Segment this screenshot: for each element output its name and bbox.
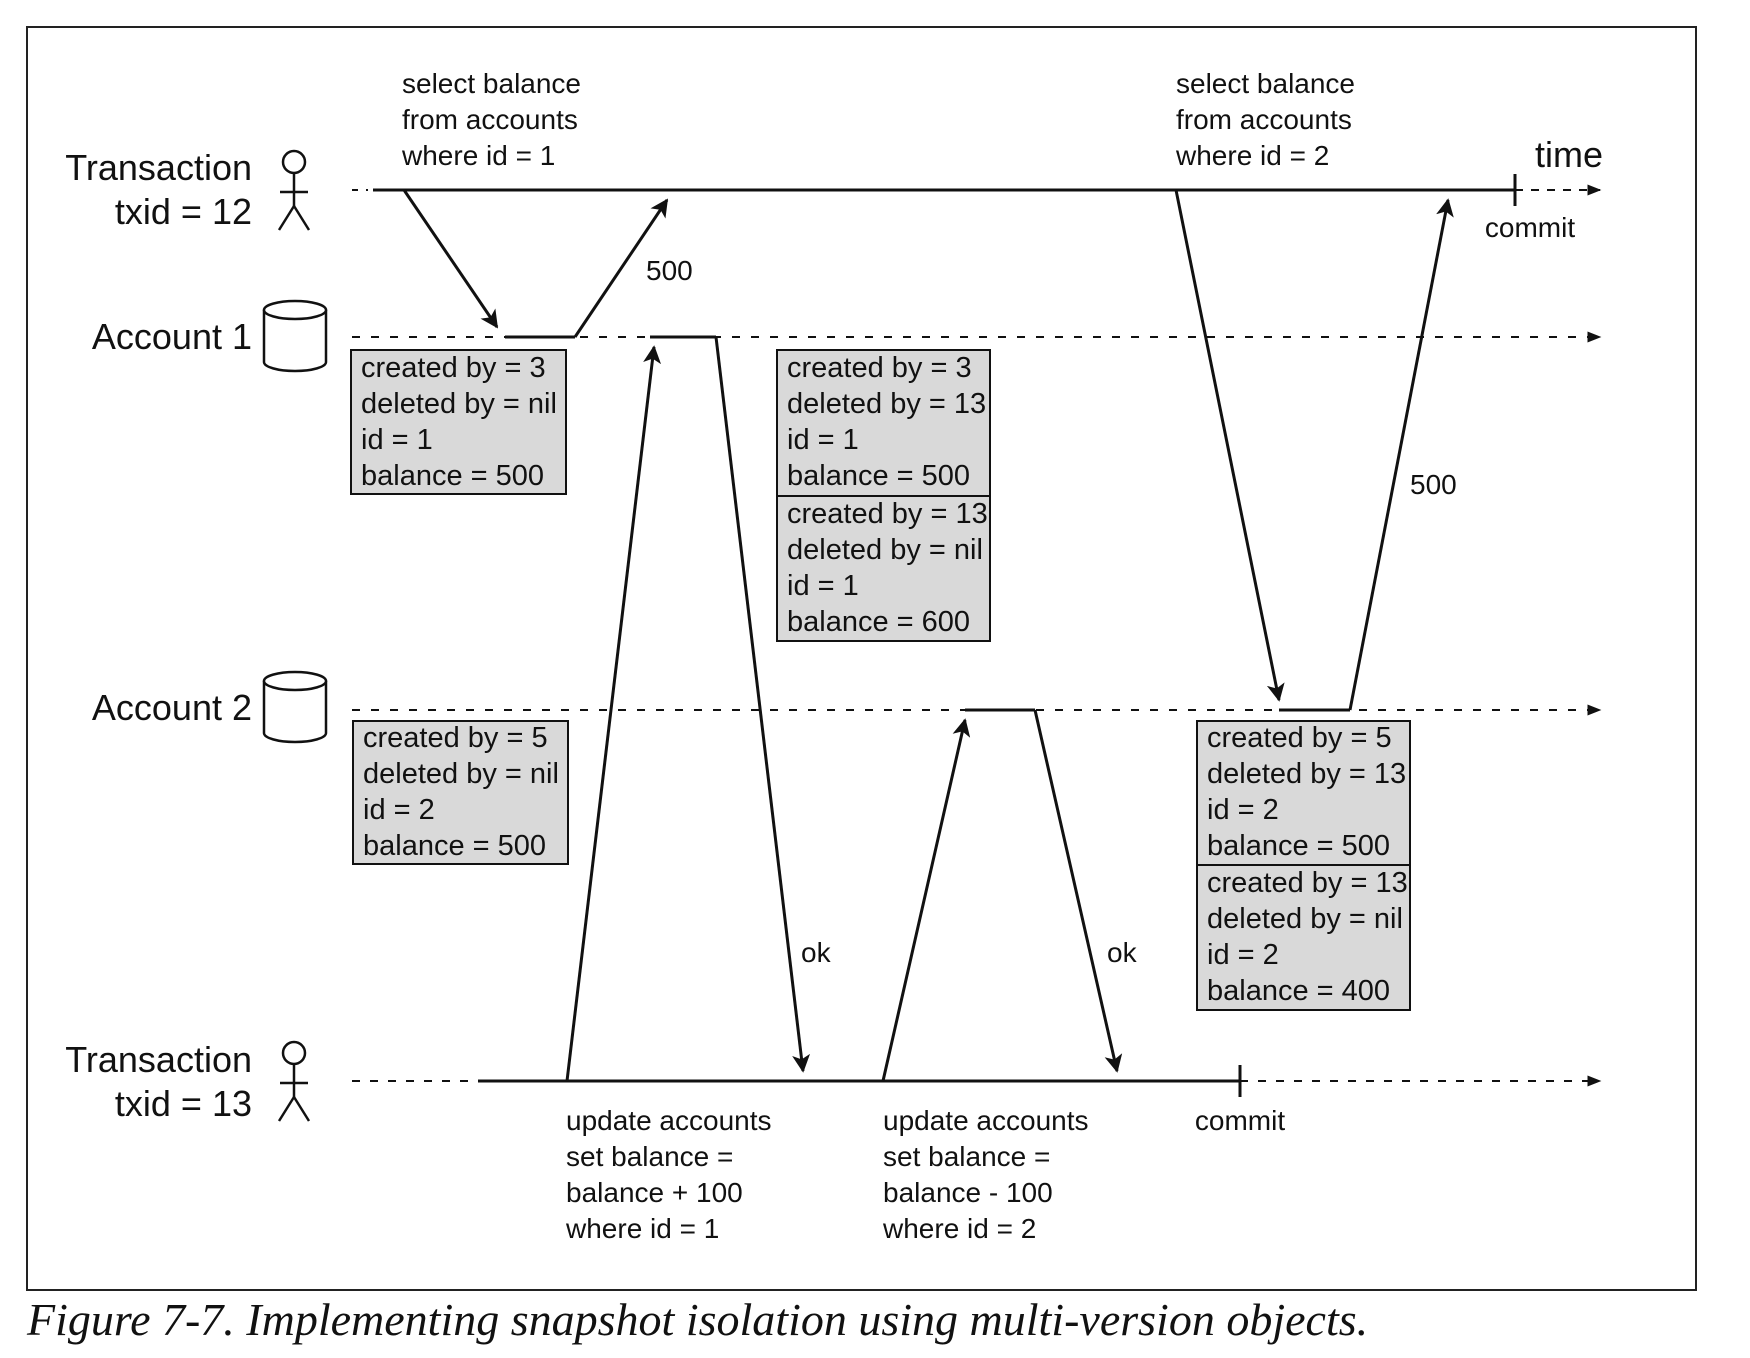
- message-arrows: [402, 189, 1454, 1082]
- svg-text:created by = 5: created by = 5: [1207, 722, 1392, 754]
- svg-text:created by = 5: created by = 5: [363, 722, 548, 754]
- svg-text:select balance: select balance: [1176, 68, 1355, 99]
- actor-tx13-line2: txid = 13: [115, 1083, 252, 1124]
- actor-tx12: Transaction txid = 12: [65, 147, 311, 232]
- svg-text:id = 1: id = 1: [361, 424, 433, 456]
- record-account1-version-new: created by = 13 deleted by = nil id = 1 …: [776, 495, 991, 642]
- svg-text:balance = 500: balance = 500: [361, 460, 544, 492]
- person-icon: [277, 149, 311, 231]
- arrow-select2-request: [1174, 189, 1285, 702]
- timeline-tx13: [352, 1065, 1602, 1097]
- svg-text:where id = 1: where id = 1: [565, 1213, 719, 1244]
- svg-text:update accounts: update accounts: [566, 1105, 772, 1136]
- svg-text:id = 2: id = 2: [363, 794, 435, 826]
- svg-text:created by = 13: created by = 13: [787, 498, 988, 530]
- query-update-id2: update accounts set balance = balance - …: [882, 1105, 1089, 1244]
- arrow-update1-request: [565, 345, 662, 1082]
- record-account1-version-old: created by = 3 deleted by = 13 id = 1 ba…: [776, 349, 991, 497]
- svg-text:created by = 3: created by = 3: [361, 352, 546, 384]
- figure-frame: [26, 26, 1697, 1291]
- svg-text:balance = 500: balance = 500: [363, 830, 546, 862]
- svg-text:deleted by = 13: deleted by = 13: [1207, 758, 1406, 790]
- svg-text:deleted by = nil: deleted by = nil: [361, 388, 557, 420]
- timeline-tx12: [352, 174, 1602, 206]
- commit-label-tx12: commit: [1485, 212, 1575, 243]
- svg-text:deleted by = nil: deleted by = nil: [787, 534, 983, 566]
- svg-text:balance - 100: balance - 100: [883, 1177, 1053, 1208]
- svg-text:balance = 600: balance = 600: [787, 606, 970, 638]
- svg-text:id = 2: id = 2: [1207, 939, 1279, 971]
- database-icon: [262, 670, 328, 744]
- arrow-select1-response: [573, 198, 669, 338]
- response-ok-update2: ok: [1107, 937, 1138, 968]
- actor-tx13-line1: Transaction: [65, 1039, 252, 1080]
- svg-text:id = 2: id = 2: [1207, 794, 1279, 826]
- record-account2-original: created by = 5 deleted by = nil id = 2 b…: [352, 720, 569, 865]
- arrow-update1-ok: [714, 336, 811, 1073]
- actor-tx13: Transaction txid = 13: [65, 1039, 311, 1124]
- svg-text:from accounts: from accounts: [1176, 104, 1352, 135]
- query-select-id1: select balance from accounts where id = …: [401, 68, 581, 171]
- query-select-id2: select balance from accounts where id = …: [1175, 68, 1355, 171]
- response-ok-update1: ok: [801, 937, 832, 968]
- svg-text:select balance: select balance: [402, 68, 581, 99]
- svg-text:id = 1: id = 1: [787, 570, 859, 602]
- person-icon: [277, 1040, 311, 1122]
- arrow-update2-request: [881, 718, 971, 1082]
- query-update-id1: update accounts set balance = balance + …: [565, 1105, 772, 1244]
- record-account2-version-old: created by = 5 deleted by = 13 id = 2 ba…: [1196, 720, 1411, 866]
- svg-text:deleted by = 13: deleted by = 13: [787, 388, 986, 420]
- response-500-account2: 500: [1410, 469, 1457, 500]
- svg-text:created by = 3: created by = 3: [787, 352, 972, 384]
- svg-text:balance = 400: balance = 400: [1207, 975, 1390, 1007]
- database-icon: [262, 299, 328, 373]
- actor-tx12-line1: Transaction: [65, 147, 252, 188]
- svg-text:from accounts: from accounts: [402, 104, 578, 135]
- svg-text:set balance =: set balance =: [883, 1141, 1050, 1172]
- svg-text:deleted by = nil: deleted by = nil: [363, 758, 559, 790]
- svg-text:created by = 13: created by = 13: [1207, 867, 1408, 899]
- svg-text:update accounts: update accounts: [883, 1105, 1089, 1136]
- svg-text:where id = 2: where id = 2: [1175, 140, 1329, 171]
- svg-text:balance + 100: balance + 100: [566, 1177, 743, 1208]
- account1-label: Account 1: [92, 316, 252, 357]
- arrow-select2-response: [1348, 198, 1454, 711]
- response-500-account1: 500: [646, 255, 693, 286]
- svg-text:where id = 1: where id = 1: [401, 140, 555, 171]
- commit-label-tx13: commit: [1195, 1105, 1285, 1136]
- svg-text:balance = 500: balance = 500: [787, 460, 970, 492]
- time-label: time: [1535, 134, 1603, 175]
- svg-text:where id = 2: where id = 2: [882, 1213, 1036, 1244]
- svg-text:balance = 500: balance = 500: [1207, 830, 1390, 862]
- arrow-update2-ok: [1033, 709, 1123, 1073]
- svg-text:id = 1: id = 1: [787, 424, 859, 456]
- svg-text:deleted by = nil: deleted by = nil: [1207, 903, 1403, 935]
- arrow-select1-request: [402, 189, 499, 329]
- actor-tx12-line2: txid = 12: [115, 191, 252, 232]
- figure-caption: Figure 7-7. Implementing snapshot isolat…: [26, 1294, 1368, 1345]
- account2-label: Account 2: [92, 687, 252, 728]
- record-account1-original: created by = 3 deleted by = nil id = 1 b…: [350, 349, 567, 495]
- record-account2-version-new: created by = 13 deleted by = nil id = 2 …: [1196, 864, 1411, 1011]
- svg-text:set balance =: set balance =: [566, 1141, 733, 1172]
